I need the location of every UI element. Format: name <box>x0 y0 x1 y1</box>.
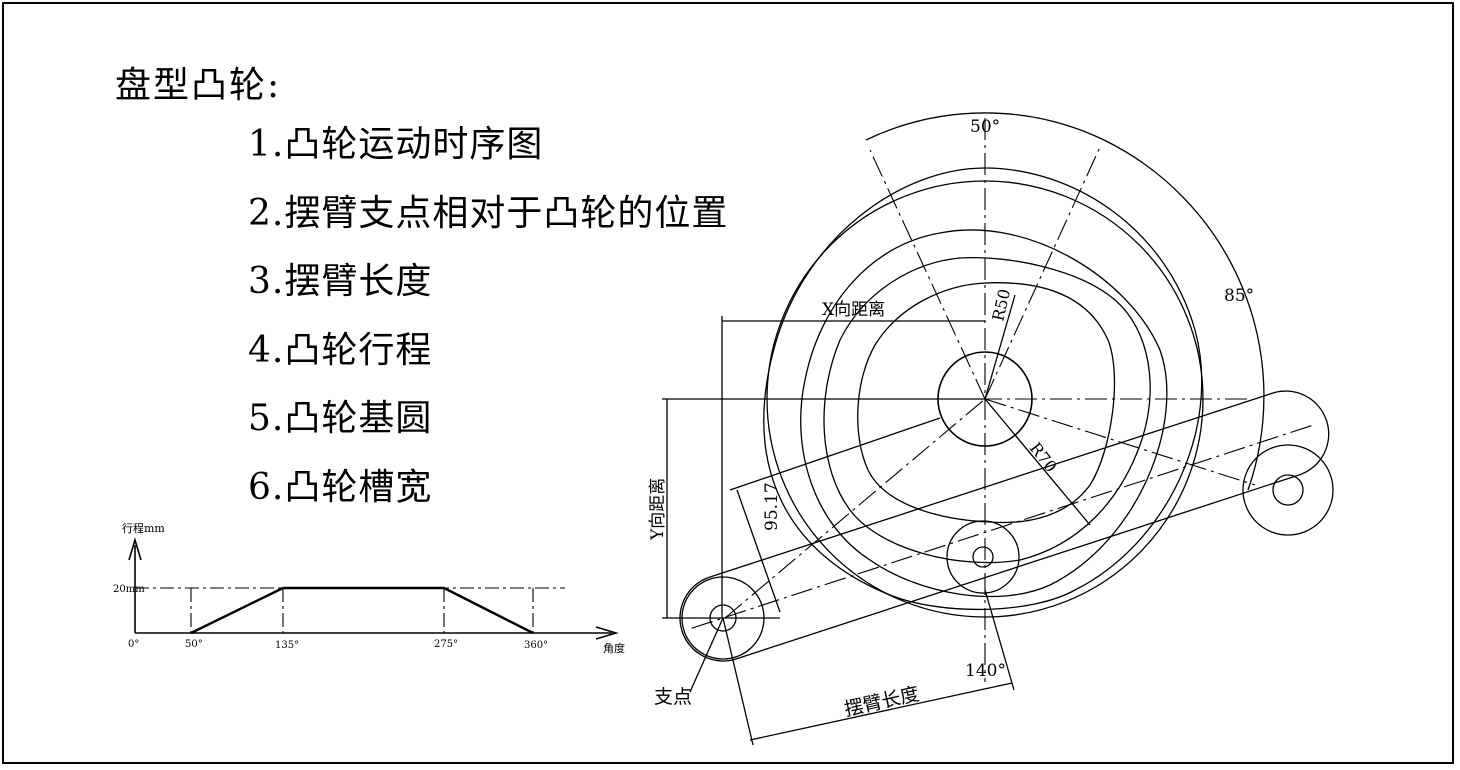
radius-small-label: R50 <box>988 287 1014 323</box>
pivot-leader <box>689 617 724 693</box>
requirement-item: 3.摆臂长度 <box>248 261 433 303</box>
tick-label: 50° <box>185 639 203 650</box>
tick-label: 135° <box>275 640 299 651</box>
dimension-value-label: 95.17 <box>762 482 782 531</box>
x-distance-label: X向距离 <box>822 300 885 320</box>
requirement-item: 6.凸轮槽宽 <box>248 466 433 508</box>
arm-length-dimension <box>749 682 1013 741</box>
angle-line-left <box>869 149 986 400</box>
angle-right-label: 85° <box>1224 286 1254 306</box>
arm-length-label: 摆臂长度 <box>842 683 921 721</box>
x-axis-label: 角度 <box>603 641 625 655</box>
pivot-center-line <box>724 398 986 619</box>
stroke-label: 20mm <box>113 584 145 595</box>
radius-large-label: R70 <box>1026 439 1061 476</box>
dimension-95-tick <box>736 489 781 613</box>
page-title: 盘型凸轮: <box>115 65 282 106</box>
arm-length-ext-left <box>722 617 754 746</box>
arm-end-outer-circle <box>1242 444 1334 536</box>
cam-profile-outer <box>763 167 1203 611</box>
requirement-item: 5.凸轮基圆 <box>248 398 433 440</box>
x-axis-arrow <box>595 626 619 640</box>
pivot-extension-line <box>984 398 1256 486</box>
y-axis-arrow <box>128 537 142 561</box>
dimension-95-line <box>729 417 941 491</box>
arm-end-inner-circle <box>1272 474 1304 506</box>
angle-arc-top <box>865 112 1105 141</box>
tick-label: 275° <box>434 639 458 650</box>
motion-profile <box>190 586 534 635</box>
requirements-list: 1.凸轮运动时序图 2.摆臂支点相对于凸轮的位置 3.摆臂长度 4.凸轮行程 5… <box>248 118 728 530</box>
arm-outline <box>679 390 1330 662</box>
tick-label: 0° <box>128 639 139 650</box>
pivot-inner-circle <box>709 604 737 632</box>
tick-label: 360° <box>524 640 548 651</box>
pivot-outer-circle <box>681 576 765 660</box>
angle-bottom-label: 140° <box>965 661 1006 681</box>
requirement-item: 2.摆臂支点相对于凸轮的位置 <box>248 192 729 234</box>
pivot-label: 支点 <box>654 686 692 708</box>
angle-top-label: 50° <box>970 117 1000 137</box>
angle-arc-right <box>1103 139 1265 491</box>
requirement-item: 1.凸轮运动时序图 <box>248 124 544 165</box>
cam-profile-inner-1 <box>823 256 1151 564</box>
angle-line-right <box>984 146 1101 400</box>
arm-length-ext-right <box>984 589 1015 691</box>
cam-profile-middle <box>800 229 1168 598</box>
r50-leader <box>984 294 1016 400</box>
y-axis-label: 行程mm <box>122 522 165 535</box>
requirement-item: 4.凸轮行程 <box>248 329 433 371</box>
roller-inner-circle <box>972 546 994 568</box>
y-distance-label: Y向距离 <box>648 478 668 541</box>
roller-outer-circle <box>946 520 1020 594</box>
